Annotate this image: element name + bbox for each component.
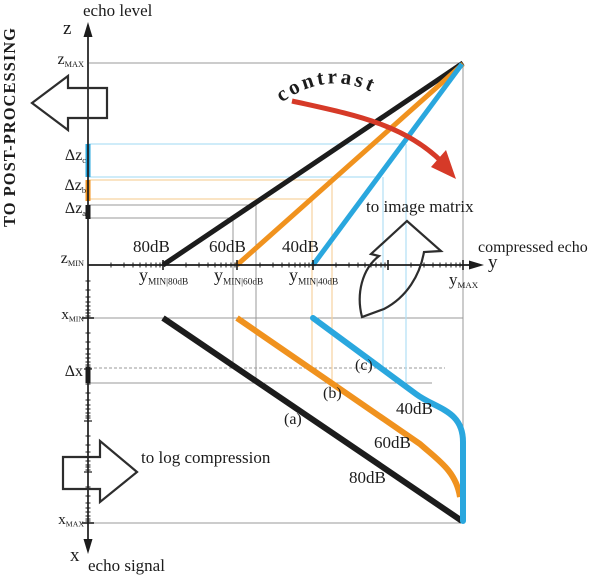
curve-40db-upper-label: 40dB [282, 237, 319, 256]
curve-80db-lower-label: 80dB [349, 468, 386, 487]
y-min-40db-tick-label: yMIN|40dB [289, 265, 339, 288]
contrast-label: contrast [271, 64, 381, 106]
delta-z-a-label: Δza [64, 200, 86, 218]
curve-b-label: (b) [323, 385, 342, 402]
to-log-compression-label: to log compression [141, 448, 271, 467]
curve-c-label: (c) [355, 357, 373, 374]
curve-60db-upper-label: 60dB [209, 237, 246, 256]
z-min-label: zMIN [60, 250, 84, 268]
z-max-label: zMAX [57, 51, 84, 69]
y-axis-label: y [488, 252, 498, 273]
delta-z-c-label: Δzc [64, 147, 86, 165]
x-max-label: xMAX [58, 512, 84, 529]
delta-z-b-label: Δzb [64, 177, 86, 195]
to-image-matrix-label: to image matrix [366, 197, 474, 216]
curve-a-label: (a) [284, 411, 302, 428]
curve-40db-lower-label: 40dB [396, 399, 433, 418]
echo-signal-axis-title: echo signal [88, 556, 165, 575]
echo-level-axis-title: echo level [83, 1, 153, 20]
z-axis-label: z [63, 18, 72, 39]
x-min-label: xMIN [61, 307, 84, 324]
curve-80db-upper-label: 80dB [133, 237, 170, 256]
curve-60db-lower-label: 60dB [374, 433, 411, 452]
compressed-echo-axis-title: compressed echo [478, 239, 588, 256]
x-axis-label: x [70, 545, 80, 566]
y-min-80db-tick-label: yMIN|80dB [139, 265, 189, 288]
delta-x-label: Δx [64, 363, 83, 380]
y-max-tick-label: yMAX [449, 270, 479, 291]
y-min-60db-tick-label: yMIN|60dB [214, 265, 264, 288]
